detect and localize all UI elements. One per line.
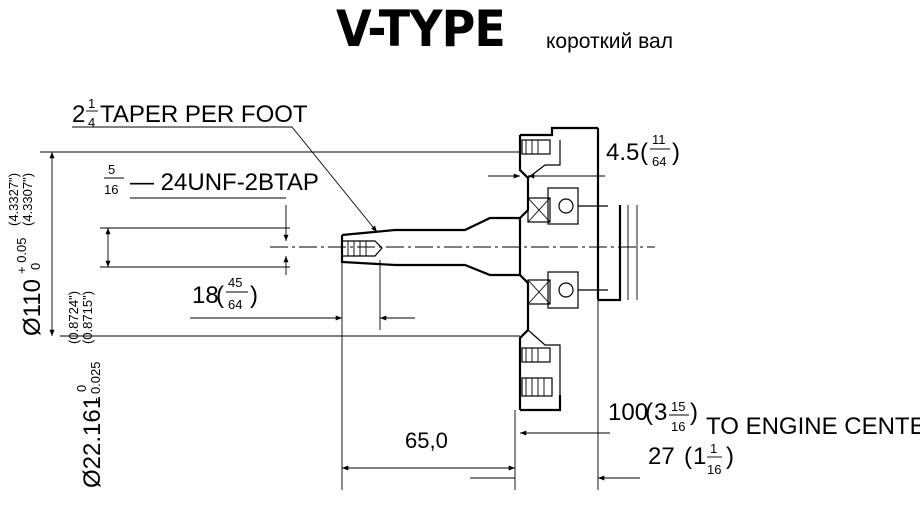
thread-den: 16	[104, 182, 118, 197]
center-open: (	[645, 399, 653, 426]
shaft-tol-lower: - 0.025	[88, 362, 103, 402]
thread-num: 5	[108, 162, 115, 177]
center-text: TO ENGINE CENTER	[706, 413, 920, 440]
shaft-in-lower: (0.8715")	[80, 291, 95, 344]
offset-den: 16	[707, 462, 721, 477]
pilot-in-lower: (4.3307")	[20, 173, 35, 226]
taper-label: TAPER PER FOOT	[100, 101, 308, 128]
shaft-dia-group: Ø22.161 0 - 0.025 (0.8724") (0.8715")	[66, 291, 106, 488]
crankshaft	[340, 216, 520, 277]
taper-whole: 2	[72, 101, 85, 128]
taper-num: 1	[88, 96, 95, 111]
flange-den: 64	[652, 154, 666, 169]
offset-mm: 27	[648, 443, 675, 470]
pilot-tol-lower: 0	[28, 263, 43, 270]
pilot-tol-upper: + 0.05	[14, 237, 29, 274]
flange-open: (	[640, 139, 648, 166]
shaft-tol-upper: 0	[74, 385, 89, 392]
pilot-dia-group: Ø110 + 0.05 0 (4.3327") (4.3307")	[6, 173, 46, 336]
shaft-dia: Ø22.161	[79, 396, 106, 488]
depth-den: 64	[228, 297, 242, 312]
flange-mm: 4.5	[606, 139, 639, 166]
center-num: 15	[671, 399, 685, 414]
depth-open: (	[216, 282, 224, 309]
flange-num: 11	[652, 132, 666, 147]
center-den: 16	[671, 419, 685, 434]
taper-den: 4	[88, 115, 95, 130]
engine-flange	[518, 126, 638, 412]
offset-close: )	[726, 443, 734, 470]
shaft-in-upper: (0.8724")	[66, 291, 81, 344]
page-subtitle: короткий вал	[546, 30, 673, 53]
offset-num: 1	[710, 441, 717, 456]
extension-lines	[40, 128, 599, 490]
page-title: V-TYPE	[336, 0, 506, 58]
depth-close: )	[250, 282, 258, 309]
center-close: )	[690, 399, 698, 426]
depth-mm: 18	[192, 282, 219, 309]
length-label: 65,0	[405, 428, 448, 453]
depth-num: 45	[228, 275, 242, 290]
dimension-lines	[49, 126, 640, 481]
flange-close: )	[672, 139, 680, 166]
center-whole: 3	[654, 399, 667, 426]
offset-open: (	[684, 443, 692, 470]
center-mm: 100	[608, 399, 648, 426]
pilot-in-upper: (4.3327")	[6, 173, 21, 226]
offset-whole: 1	[693, 443, 706, 470]
pilot-dia: Ø110	[19, 279, 46, 336]
thread-spec: — 24UNF-2BTAP	[130, 169, 319, 196]
